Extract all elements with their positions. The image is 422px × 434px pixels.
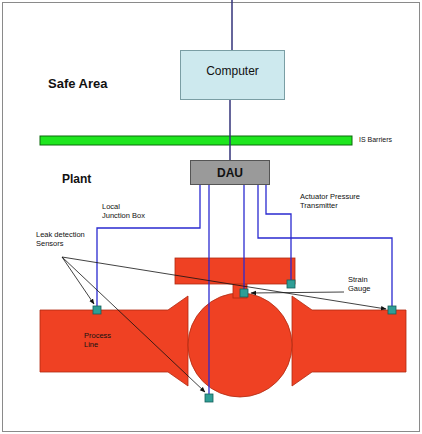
leader-line [251, 292, 344, 293]
sensor-wire [258, 185, 392, 306]
pipe-left [40, 296, 188, 386]
leak-sensor [205, 394, 213, 402]
strain-gauge-sensor [240, 289, 248, 297]
actuator [175, 258, 295, 284]
leader-line [62, 257, 94, 304]
leader-line [62, 257, 205, 392]
component-label: Actuator Pressure Transmitter [300, 193, 366, 210]
pipe-right [292, 296, 406, 386]
leak-sensor [388, 306, 396, 314]
component-label: Process Line [84, 332, 116, 349]
sensor-wire [243, 185, 244, 289]
component-label: Strain Gauge [348, 276, 378, 293]
sensor-wire [266, 185, 291, 280]
sensor-wire [208, 185, 209, 394]
leak-sensor [93, 306, 101, 314]
sensor-wire [97, 185, 200, 306]
connector-line [229, 100, 231, 160]
area-label: Safe Area [48, 77, 108, 92]
box-title: Computer [206, 64, 259, 78]
component-label: Local Junction Box [102, 203, 148, 220]
network-line [231, 0, 233, 50]
area-label: Plant [62, 173, 91, 187]
dau-box: DAU [190, 160, 270, 185]
computer-box: Computer [180, 50, 285, 100]
box-title: DAU [217, 166, 243, 180]
leader-line [62, 257, 386, 309]
valve-body [188, 293, 292, 397]
component-label: Leak detection Sensors [36, 231, 92, 248]
is-barrier-bar [40, 136, 352, 145]
barrier-label: IS Barriers [359, 136, 392, 144]
frame [3, 3, 420, 432]
pressure-transmitter [287, 280, 295, 288]
